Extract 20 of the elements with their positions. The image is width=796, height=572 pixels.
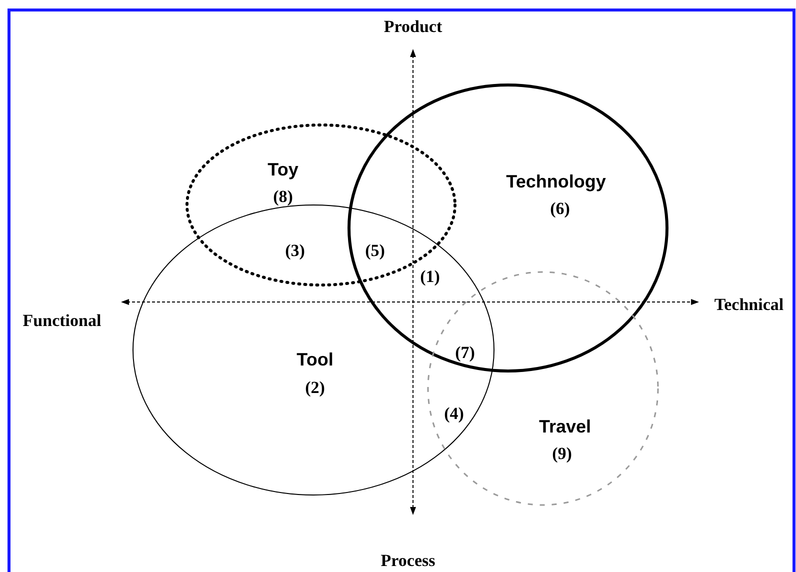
set-number: (8): [273, 187, 293, 207]
axis-label: Technical: [714, 295, 784, 315]
set-ellipse: [349, 85, 667, 371]
axis-label: Product: [384, 17, 442, 37]
axis-label: Functional: [22, 311, 102, 331]
set-label: Travel: [538, 416, 592, 438]
set-number: (9): [552, 444, 572, 464]
region-number: (4): [444, 404, 464, 424]
region-number: (5): [365, 241, 385, 261]
region-number: (3): [285, 241, 305, 261]
set-number: (2): [305, 378, 325, 398]
set-ellipse: [187, 125, 455, 285]
set-number: (6): [550, 199, 570, 219]
set-ellipse: [133, 205, 494, 495]
region-number: (7): [455, 343, 475, 363]
set-label: Tool: [296, 350, 334, 370]
set-label: Technology: [506, 172, 606, 192]
set-label: Toy: [268, 160, 298, 180]
axis-label: Process: [380, 551, 436, 571]
region-number: (1): [420, 267, 440, 287]
